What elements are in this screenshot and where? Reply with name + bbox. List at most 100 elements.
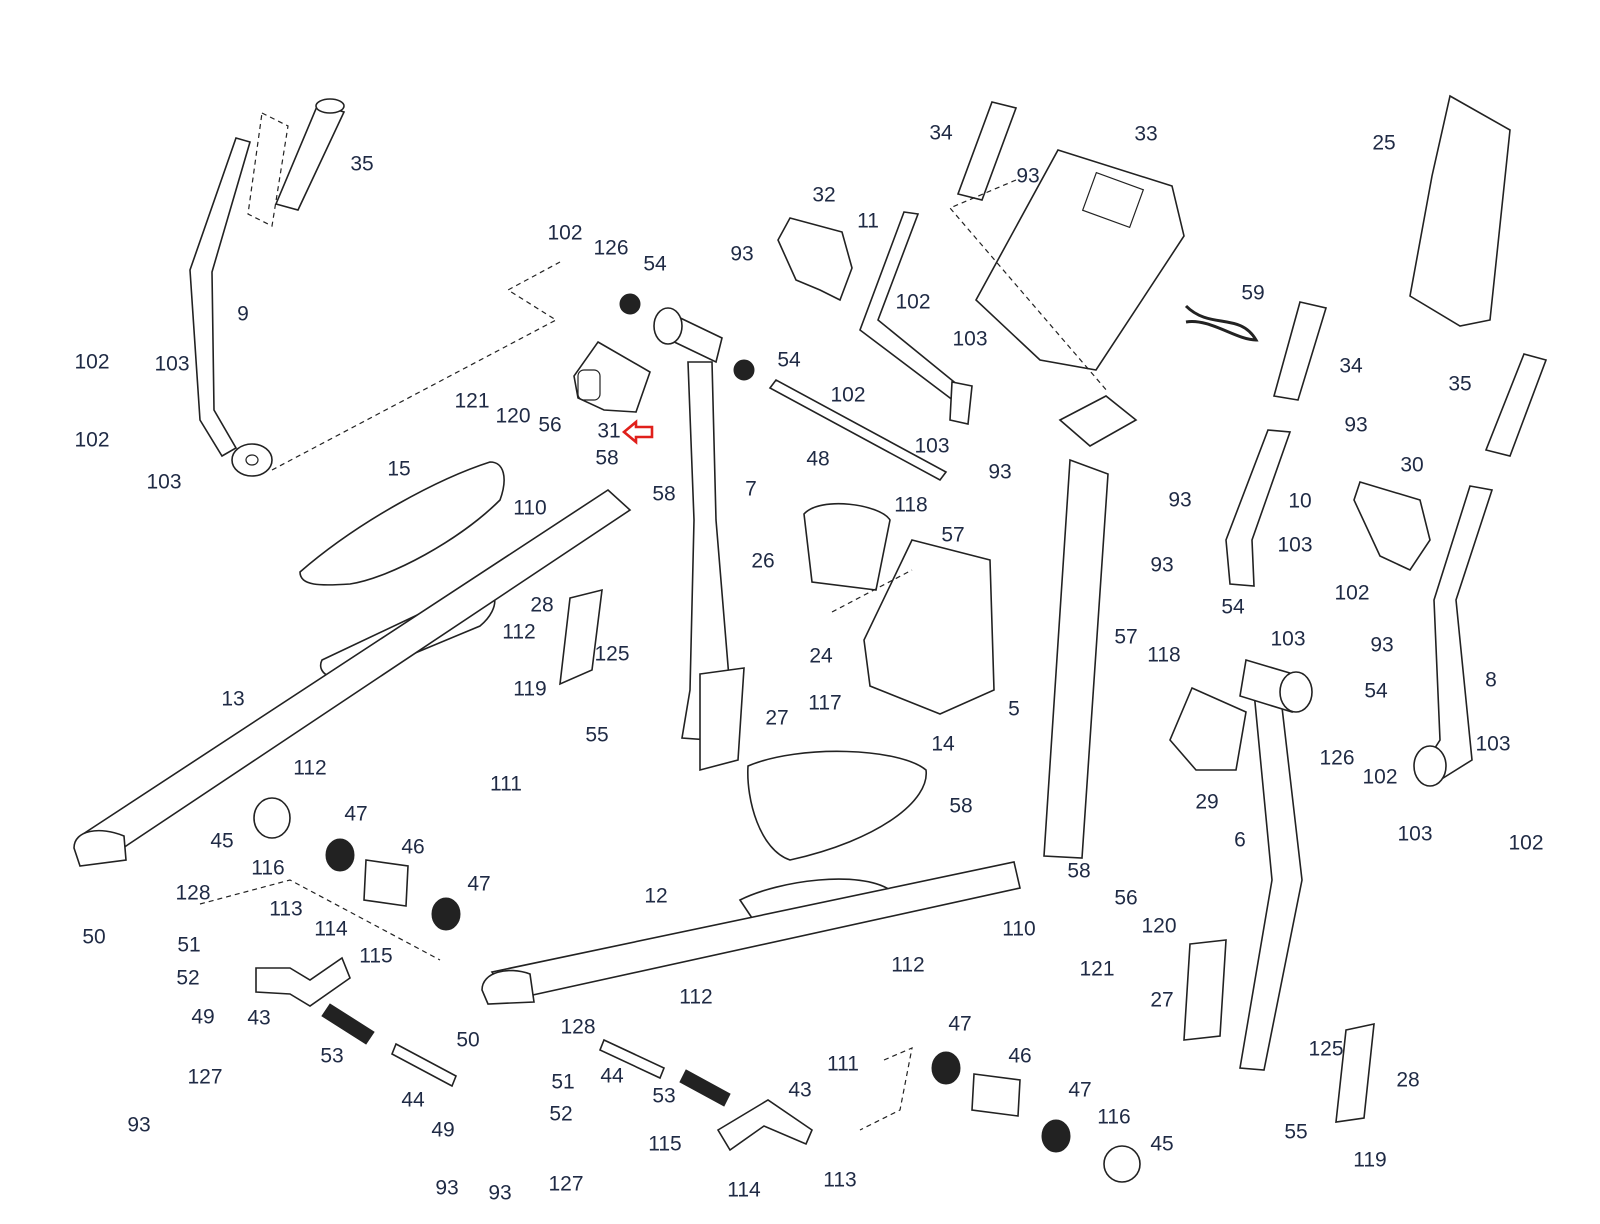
part-label: 103 (1397, 822, 1433, 846)
part-label: 116 (251, 856, 285, 880)
part-label: 102 (1508, 831, 1544, 855)
part-label: 58 (1067, 859, 1091, 883)
part-label: 51 (551, 1070, 575, 1094)
part-label: 93 (1344, 413, 1368, 437)
part-label: 120 (1141, 914, 1177, 938)
part-label: 103 (1475, 732, 1511, 756)
part-label: 102 (830, 383, 866, 407)
part-label: 29 (1195, 790, 1219, 814)
part-label: 102 (1334, 581, 1370, 605)
part-6-lower-arm (1239, 658, 1313, 1071)
part-label: 55 (1284, 1120, 1308, 1144)
part-label: 43 (788, 1078, 812, 1102)
part-label: 46 (401, 835, 425, 859)
part-label: 116 (1097, 1105, 1131, 1129)
part-label: 34 (1339, 354, 1363, 378)
part-label: 47 (344, 802, 368, 826)
part-31-shroud (573, 340, 651, 413)
part-label: 33 (1134, 122, 1158, 146)
part-8-upper-arm (1413, 485, 1494, 787)
part-label: 125 (594, 642, 630, 666)
part-label-31: 31 (597, 419, 621, 443)
part-label: 103 (146, 470, 182, 494)
part-label: 114 (314, 917, 348, 941)
part-32-shroud (777, 217, 853, 302)
part-label: 103 (952, 327, 988, 351)
part-13-pedal-arm (73, 488, 632, 867)
part-label: 54 (1364, 679, 1388, 703)
part-11-handlebar (859, 211, 973, 425)
part-29-shroud (1169, 686, 1247, 771)
part-label: 120 (495, 404, 531, 428)
part-label: 49 (431, 1118, 455, 1142)
part-25-shroud (1409, 94, 1511, 327)
part-label: 56 (1114, 886, 1138, 910)
part-label: 111 (490, 772, 522, 796)
part-label: 54 (1221, 595, 1245, 619)
part-12-pedal-arm (481, 861, 1021, 1005)
part-label: 127 (548, 1172, 584, 1196)
part-label: 110 (1002, 917, 1036, 941)
part-label: 114 (727, 1178, 761, 1202)
part-label: 128 (560, 1015, 596, 1039)
part-label: 51 (177, 933, 201, 957)
crank-assembly-left (255, 956, 458, 1088)
part-label: 112 (679, 985, 713, 1009)
part-label: 115 (359, 944, 393, 968)
part-label: 93 (1016, 164, 1040, 188)
part-label: 125 (1308, 1037, 1344, 1061)
part-label: 58 (595, 446, 619, 470)
part-label: 13 (221, 687, 245, 711)
part-label: 93 (988, 460, 1012, 484)
part-label: 35 (350, 152, 374, 176)
part-label: 50 (456, 1028, 480, 1052)
part-label: 52 (549, 1102, 573, 1126)
part-label: 128 (175, 881, 211, 905)
part-label: 47 (467, 872, 491, 896)
part-label: 53 (320, 1044, 344, 1068)
wheel-assembly-left (253, 797, 461, 931)
part-label: 45 (1150, 1132, 1174, 1156)
part-label: 111 (827, 1052, 859, 1076)
part-label: 57 (1114, 625, 1138, 649)
part-label: 102 (1362, 765, 1398, 789)
part-label: 25 (1372, 131, 1396, 155)
part-label: 34 (929, 121, 953, 145)
part-34-grip (956, 101, 1328, 401)
part-35-grip-right (1484, 353, 1548, 457)
part-label: 58 (652, 482, 676, 506)
part-27-shroud (699, 667, 1227, 1041)
highlight-arrow-icon (621, 419, 654, 445)
part-label: 112 (891, 953, 925, 977)
part-label: 53 (652, 1084, 676, 1108)
part-28-link (559, 588, 1375, 1123)
part-label: 54 (777, 348, 801, 372)
assembly-guide-lines (199, 179, 1109, 1131)
part-label: 93 (127, 1113, 151, 1137)
part-label: 27 (765, 706, 789, 730)
part-label: 9 (237, 302, 249, 326)
part-label: 93 (435, 1176, 459, 1200)
part-label: 6 (1234, 828, 1246, 852)
part-label: 56 (538, 413, 562, 437)
part-7-upper-arm (653, 307, 731, 741)
part-5-upright (1043, 395, 1138, 859)
part-label: 55 (585, 723, 609, 747)
part-label: 103 (1270, 627, 1306, 651)
part-label: 50 (82, 925, 106, 949)
part-label: 48 (806, 447, 830, 471)
part-54-bearing (619, 293, 755, 381)
part-24-shroud (863, 539, 995, 715)
part-label: 102 (547, 221, 583, 245)
wheel-assembly-right (931, 1051, 1141, 1183)
part-label: 93 (730, 242, 754, 266)
part-label: 58 (949, 794, 973, 818)
part-label: 44 (600, 1064, 624, 1088)
part-label: 35 (1448, 372, 1472, 396)
part-59-cable (1184, 304, 1259, 342)
part-label: 5 (1008, 697, 1020, 721)
crank-assembly-right (598, 1038, 813, 1152)
part-33-console (975, 149, 1185, 371)
part-label: 93 (1150, 553, 1174, 577)
part-label: 102 (895, 290, 931, 314)
